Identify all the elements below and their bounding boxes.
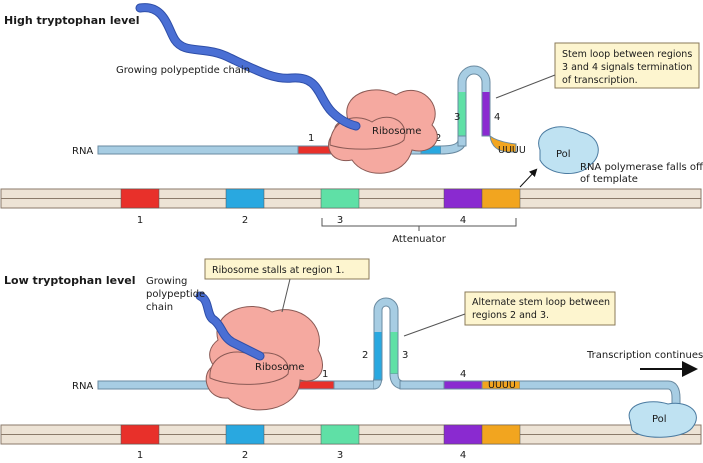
dna-strand-bottom [0,424,702,445]
dna-label-2-b: 2 [242,450,248,461]
transcription-label: Transcription continues [586,350,703,361]
callout-stall: Ribosome stalls at region 1. [204,258,370,313]
dna-region-3-b [320,424,360,445]
pol-bottom [628,401,697,438]
stem-loop-bottom [374,298,398,332]
uuuu-label-bottom: UUUU [488,380,516,391]
callout-alternate: Alternate stem loop between regions 2 an… [403,291,616,337]
rna-label-2: 2 [435,133,441,144]
rna-region-4-b [443,380,483,390]
pol-note-line-1: RNA polymerase falls off [580,162,703,173]
dna-label-3: 3 [337,215,343,226]
pol-label-bottom: Pol [652,414,667,425]
rna-region-4 [481,90,491,137]
dna-label-2: 2 [242,215,248,226]
rna-label-4-b: 4 [460,369,466,380]
polypeptide-label-bottom-3: chain [146,302,173,313]
callout-termination: Stem loop between regions 3 and 4 signal… [495,42,700,99]
dna-region-2 [225,188,265,209]
callout-stall-text: Ribosome stalls at region 1. [212,265,344,276]
rna-label-2-b: 2 [362,350,368,361]
rna-region-2-b [373,329,383,381]
polypeptide-label-top: Growing polypeptide chain [116,65,250,76]
panel-low-tryptophan: Low tryptophan level 1 2 3 4 RNA [0,258,703,461]
callout-termination-line-1: Stem loop between regions [562,49,692,60]
dna-label-4: 4 [460,215,466,226]
stem-loop-top [458,66,490,92]
rna-label-4: 4 [494,112,500,123]
dna-label-1: 1 [137,215,143,226]
dna-region-1-b [120,424,160,445]
rna-region-3-b [389,329,399,375]
callout-termination-line-3: of transcription. [562,75,638,86]
dna-region-4-b [443,424,483,445]
rna-label-1: 1 [308,133,314,144]
uuuu-label-top: UUUU [498,145,526,156]
polypeptide-label-bottom-1: Growing [146,276,187,287]
dna-region-2-b [225,424,265,445]
ribosome-bottom [205,306,323,411]
dna-label-1-b: 1 [137,450,143,461]
polypeptide-top [136,4,360,130]
rna-strand-bottom-tail [520,381,680,408]
ribosome-label-top: Ribosome [372,126,421,137]
panel-title-low: Low tryptophan level [4,274,136,287]
ribosome-label-bottom: Ribosome [255,362,304,373]
dna-region-4 [443,188,483,209]
rna-label-3: 3 [454,112,460,123]
dna-strand-top [0,188,702,209]
panel-high-tryptophan: High tryptophan level 1 2 3 4 Attenuator… [0,3,703,245]
panel-title-high: High tryptophan level [4,14,139,27]
rna-strand-top [97,145,299,155]
rna-label-top: RNA [72,146,93,157]
polypeptide-bottom [196,292,264,360]
attenuator-label: Attenuator [392,234,447,245]
dna-region-u-b [481,424,521,445]
callout-alt-line-2: regions 2 and 3. [472,310,549,321]
rna-region-1-b [295,380,335,390]
pol-top [538,126,599,175]
dna-label-3-b: 3 [337,450,343,461]
rna-label-bottom: RNA [72,381,93,392]
rna-uuuu-top [482,135,517,153]
rna-label-3-b: 3 [402,350,408,361]
dna-label-4-b: 4 [460,450,466,461]
rna-label-1-b: 1 [322,369,328,380]
callout-alt-line-1: Alternate stem loop between [472,297,610,308]
pol-note-line-2: of template [580,174,638,185]
dna-region-1 [120,188,160,209]
callout-termination-line-2: 3 and 4 signals termination [562,62,692,73]
pol-falls-arrow [519,168,538,188]
dna-region-u [481,188,521,209]
dna-region-3 [320,188,360,209]
polypeptide-label-bottom-2: polypeptide [146,289,205,300]
attenuator-bracket [321,218,517,227]
pol-label-top: Pol [556,149,571,160]
